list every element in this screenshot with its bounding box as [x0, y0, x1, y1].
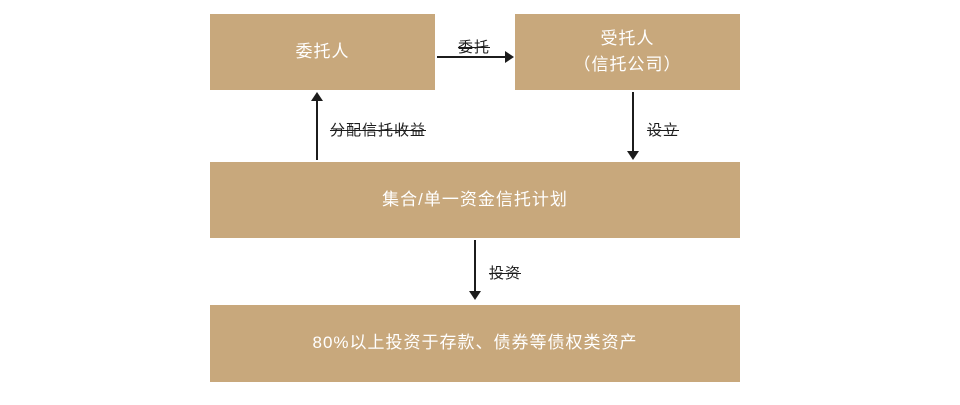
distribute-income-arrow-label: 分配信托收益 [329, 122, 426, 139]
trust-plan-box: 集合/单一资金信托计划 [210, 162, 740, 238]
invest-arrow [469, 240, 481, 300]
principal-box: 委托人 [210, 14, 435, 90]
invest-arrow-label: 投资 [488, 265, 521, 282]
trustee-label-line1: 受托人 [600, 28, 655, 48]
underlying-assets-box: 80%以上投资于存款、债券等债权类资产 [210, 305, 740, 382]
distribute-income-arrow [311, 92, 323, 160]
establish-arrow-label: 设立 [646, 122, 679, 139]
principal-label: 委托人 [295, 41, 350, 61]
entrust-arrow-label: 委托 [457, 39, 490, 56]
underlying-assets-label: 80%以上投资于存款、债券等债权类资产 [312, 333, 638, 353]
trust-plan-label: 集合/单一资金信托计划 [382, 189, 568, 209]
trustee-label-line2: （信托公司） [573, 55, 682, 74]
establish-arrow [627, 92, 639, 160]
trustee-box: 受托人 （信托公司） [515, 14, 740, 90]
